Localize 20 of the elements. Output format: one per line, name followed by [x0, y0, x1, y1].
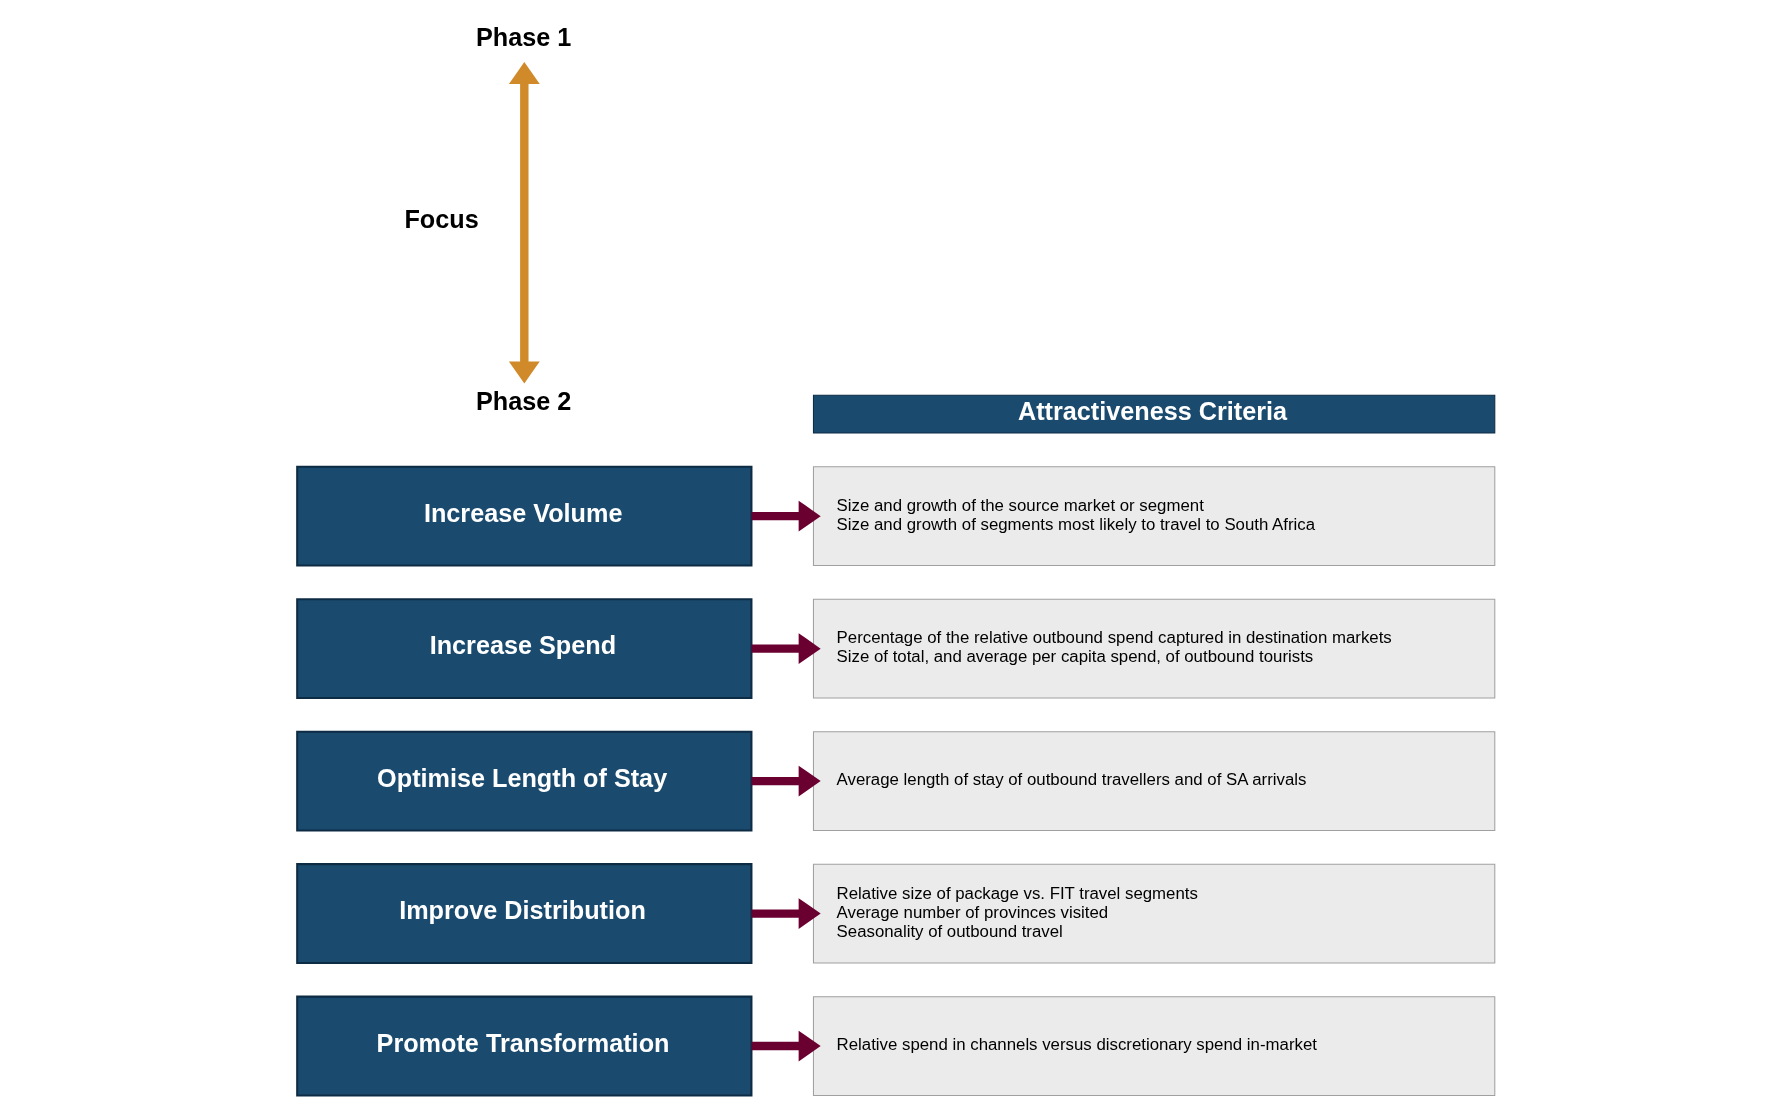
- node-box: Attractiveness Criteria: [812, 394, 1496, 434]
- node-box: Relative size of package vs. FIT travel segments Average number of provinces visited Seasonality of outbound travel: [812, 863, 1496, 964]
- node-box: Optimise Length of Stay: [296, 730, 753, 832]
- node-box: Improve Distribution: [296, 863, 753, 965]
- node-box: Size and growth of the source market or segment Size and growth of segments most likely to travel to South Africa: [812, 466, 1496, 567]
- edge-label: Focus: [404, 205, 479, 234]
- node-text: Phase 2: [475, 387, 572, 416]
- arrow: [508, 61, 540, 384]
- arrow: [751, 898, 821, 930]
- node-box: Increase Volume: [296, 465, 753, 567]
- node-box: Increase Spend: [296, 598, 753, 700]
- node-box: Average length of stay of outbound travellers and of SA arrivals: [812, 731, 1496, 832]
- arrow: [751, 765, 821, 797]
- node-box: Percentage of the relative outbound spend captured in destination markets Size of total, and average per capita spend, of outbound tourists: [812, 598, 1496, 699]
- node-box: Relative spend in channels versus discretionary spend in-market: [812, 996, 1496, 1096]
- arrow: [751, 1030, 821, 1062]
- node-text: Phase 1: [475, 23, 572, 52]
- arrow: [751, 633, 821, 665]
- node-box: Promote Transformation: [296, 995, 753, 1097]
- arrow: [751, 500, 821, 532]
